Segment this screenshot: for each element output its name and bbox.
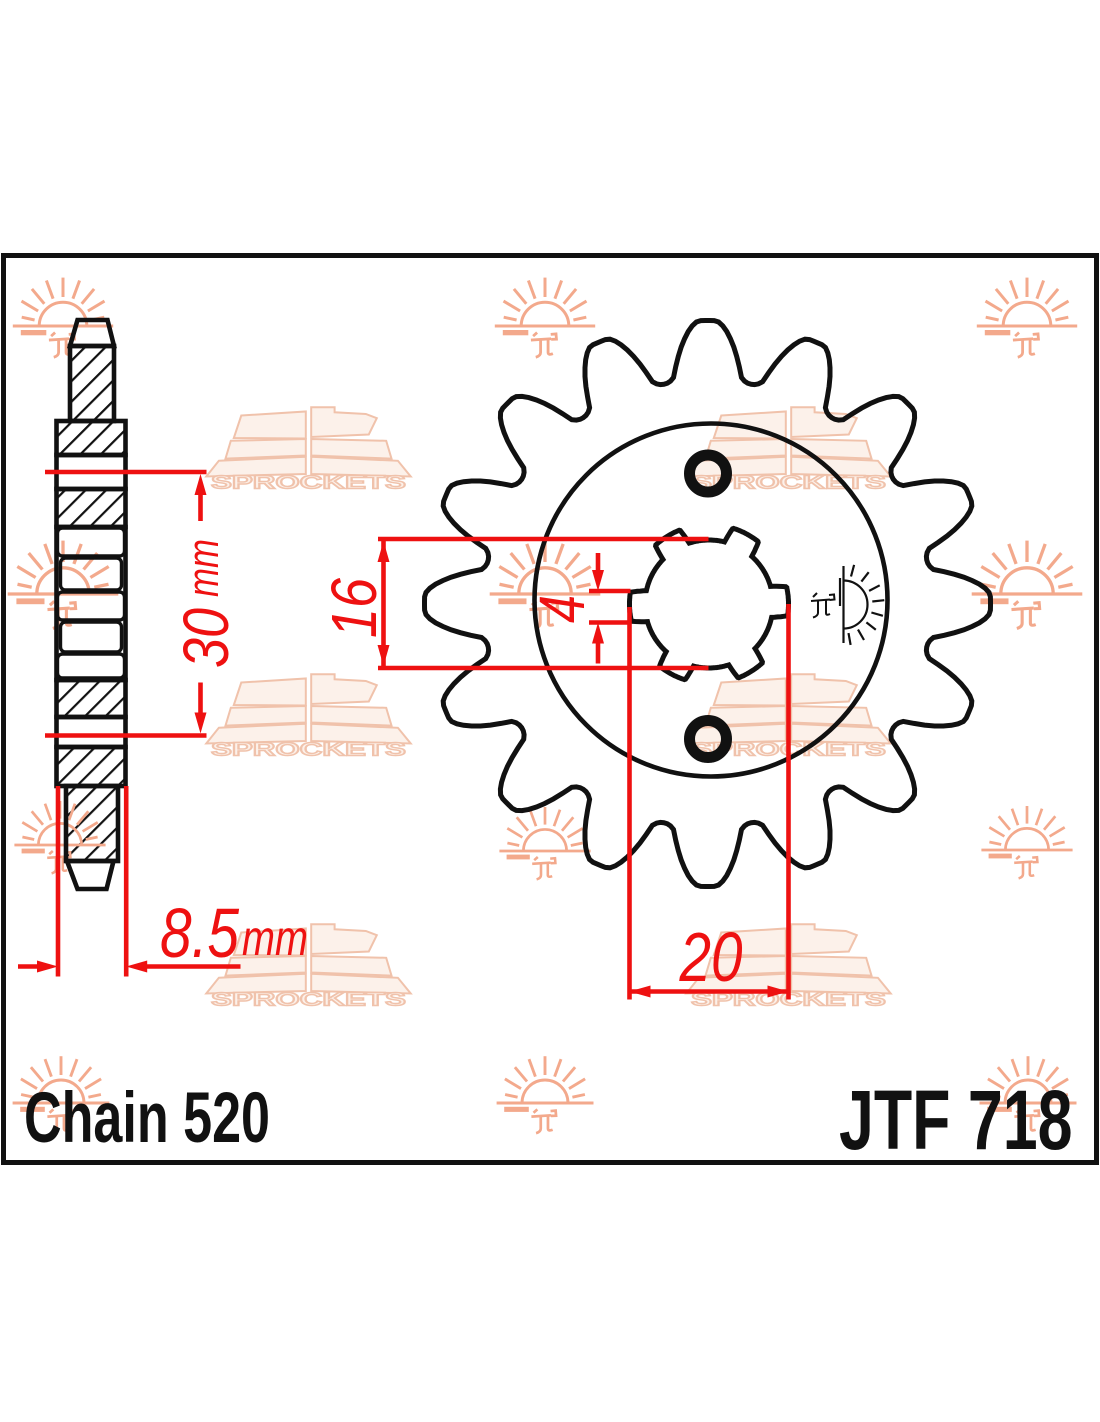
svg-text:Chain 520: Chain 520 [24, 1079, 270, 1158]
svg-text:SPROCKETS: SPROCKETS [211, 739, 406, 760]
svg-text:20: 20 [679, 918, 743, 996]
svg-text:mm: mm [179, 539, 228, 597]
svg-text:JTF 718: JTF 718 [839, 1073, 1073, 1167]
svg-text:30: 30 [170, 608, 242, 668]
svg-text:SPROCKETS: SPROCKETS [211, 472, 406, 493]
svg-text:mm: mm [242, 910, 308, 966]
svg-text:4: 4 [526, 595, 598, 623]
svg-text:16: 16 [318, 578, 390, 638]
svg-text:8.5: 8.5 [160, 894, 240, 972]
svg-text:SPROCKETS: SPROCKETS [211, 989, 406, 1010]
